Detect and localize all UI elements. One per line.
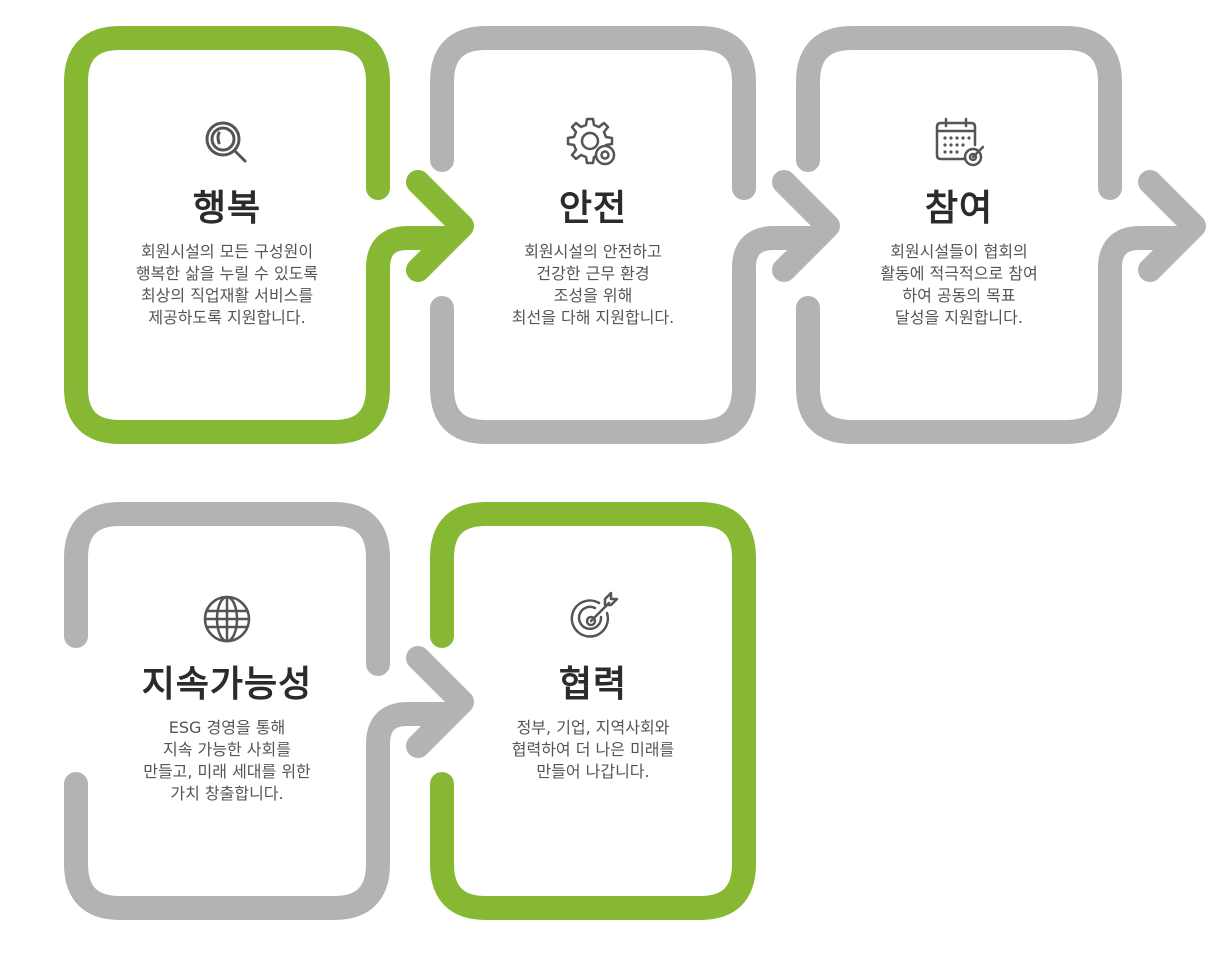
card-participation: 참여 회원시설들이 협회의 활동에 적극적으로 참여 하여 공동의 목표 달성을…: [839, 115, 1079, 329]
card-description: 회원시설의 안전하고 건강한 근무 환경 조성을 위해 최선을 다해 지원합니다…: [511, 242, 675, 327]
card-title: 안전: [558, 188, 628, 229]
card-title: 협력: [558, 664, 628, 705]
card-cooperation: 협력 정부, 기업, 지역사회와 협력하여 더 나은 미래를 만들어 나갑니다.: [473, 591, 713, 783]
card-sustainability: 지속가능성 ESG 경영을 통해 지속 가능한 사회를 만들고, 미래 세대를 …: [107, 591, 347, 805]
card-safety: 안전 회원시설의 안전하고 건강한 근무 환경 조성을 위해 최선을 다해 지원…: [473, 115, 713, 329]
frame-participation: [796, 26, 1206, 444]
card-title: 지속가능성: [141, 664, 313, 705]
card-description: 회원시설들이 협회의 활동에 적극적으로 참여 하여 공동의 목표 달성을 지원…: [880, 242, 1038, 327]
card-description: 회원시설의 모든 구성원이 행복한 삶을 누릴 수 있도록 최상의 직업재활 서…: [135, 242, 319, 327]
frame-safety: [430, 26, 840, 444]
card-title: 참여: [924, 188, 994, 229]
target-icon: [570, 591, 619, 638]
card-description: ESG 경영을 통해 지속 가능한 사회를 만들고, 미래 세대를 위한 가치 …: [143, 718, 311, 803]
gear-icon: [566, 117, 616, 166]
frame-cooperation: [430, 502, 756, 920]
frame-sustainability: [64, 502, 474, 920]
card-description: 정부, 기업, 지역사회와 협력하여 더 나은 미래를 만들어 나갑니다.: [511, 718, 675, 781]
card-title: 행복: [192, 188, 262, 229]
frame-happiness: [64, 26, 474, 444]
globe-icon: [203, 595, 251, 643]
card-happiness: 행복 회원시설의 모든 구성원이 행복한 삶을 누릴 수 있도록 최상의 직업재…: [107, 115, 347, 329]
search-icon: [205, 121, 247, 163]
calendar-target-icon: [935, 117, 985, 167]
